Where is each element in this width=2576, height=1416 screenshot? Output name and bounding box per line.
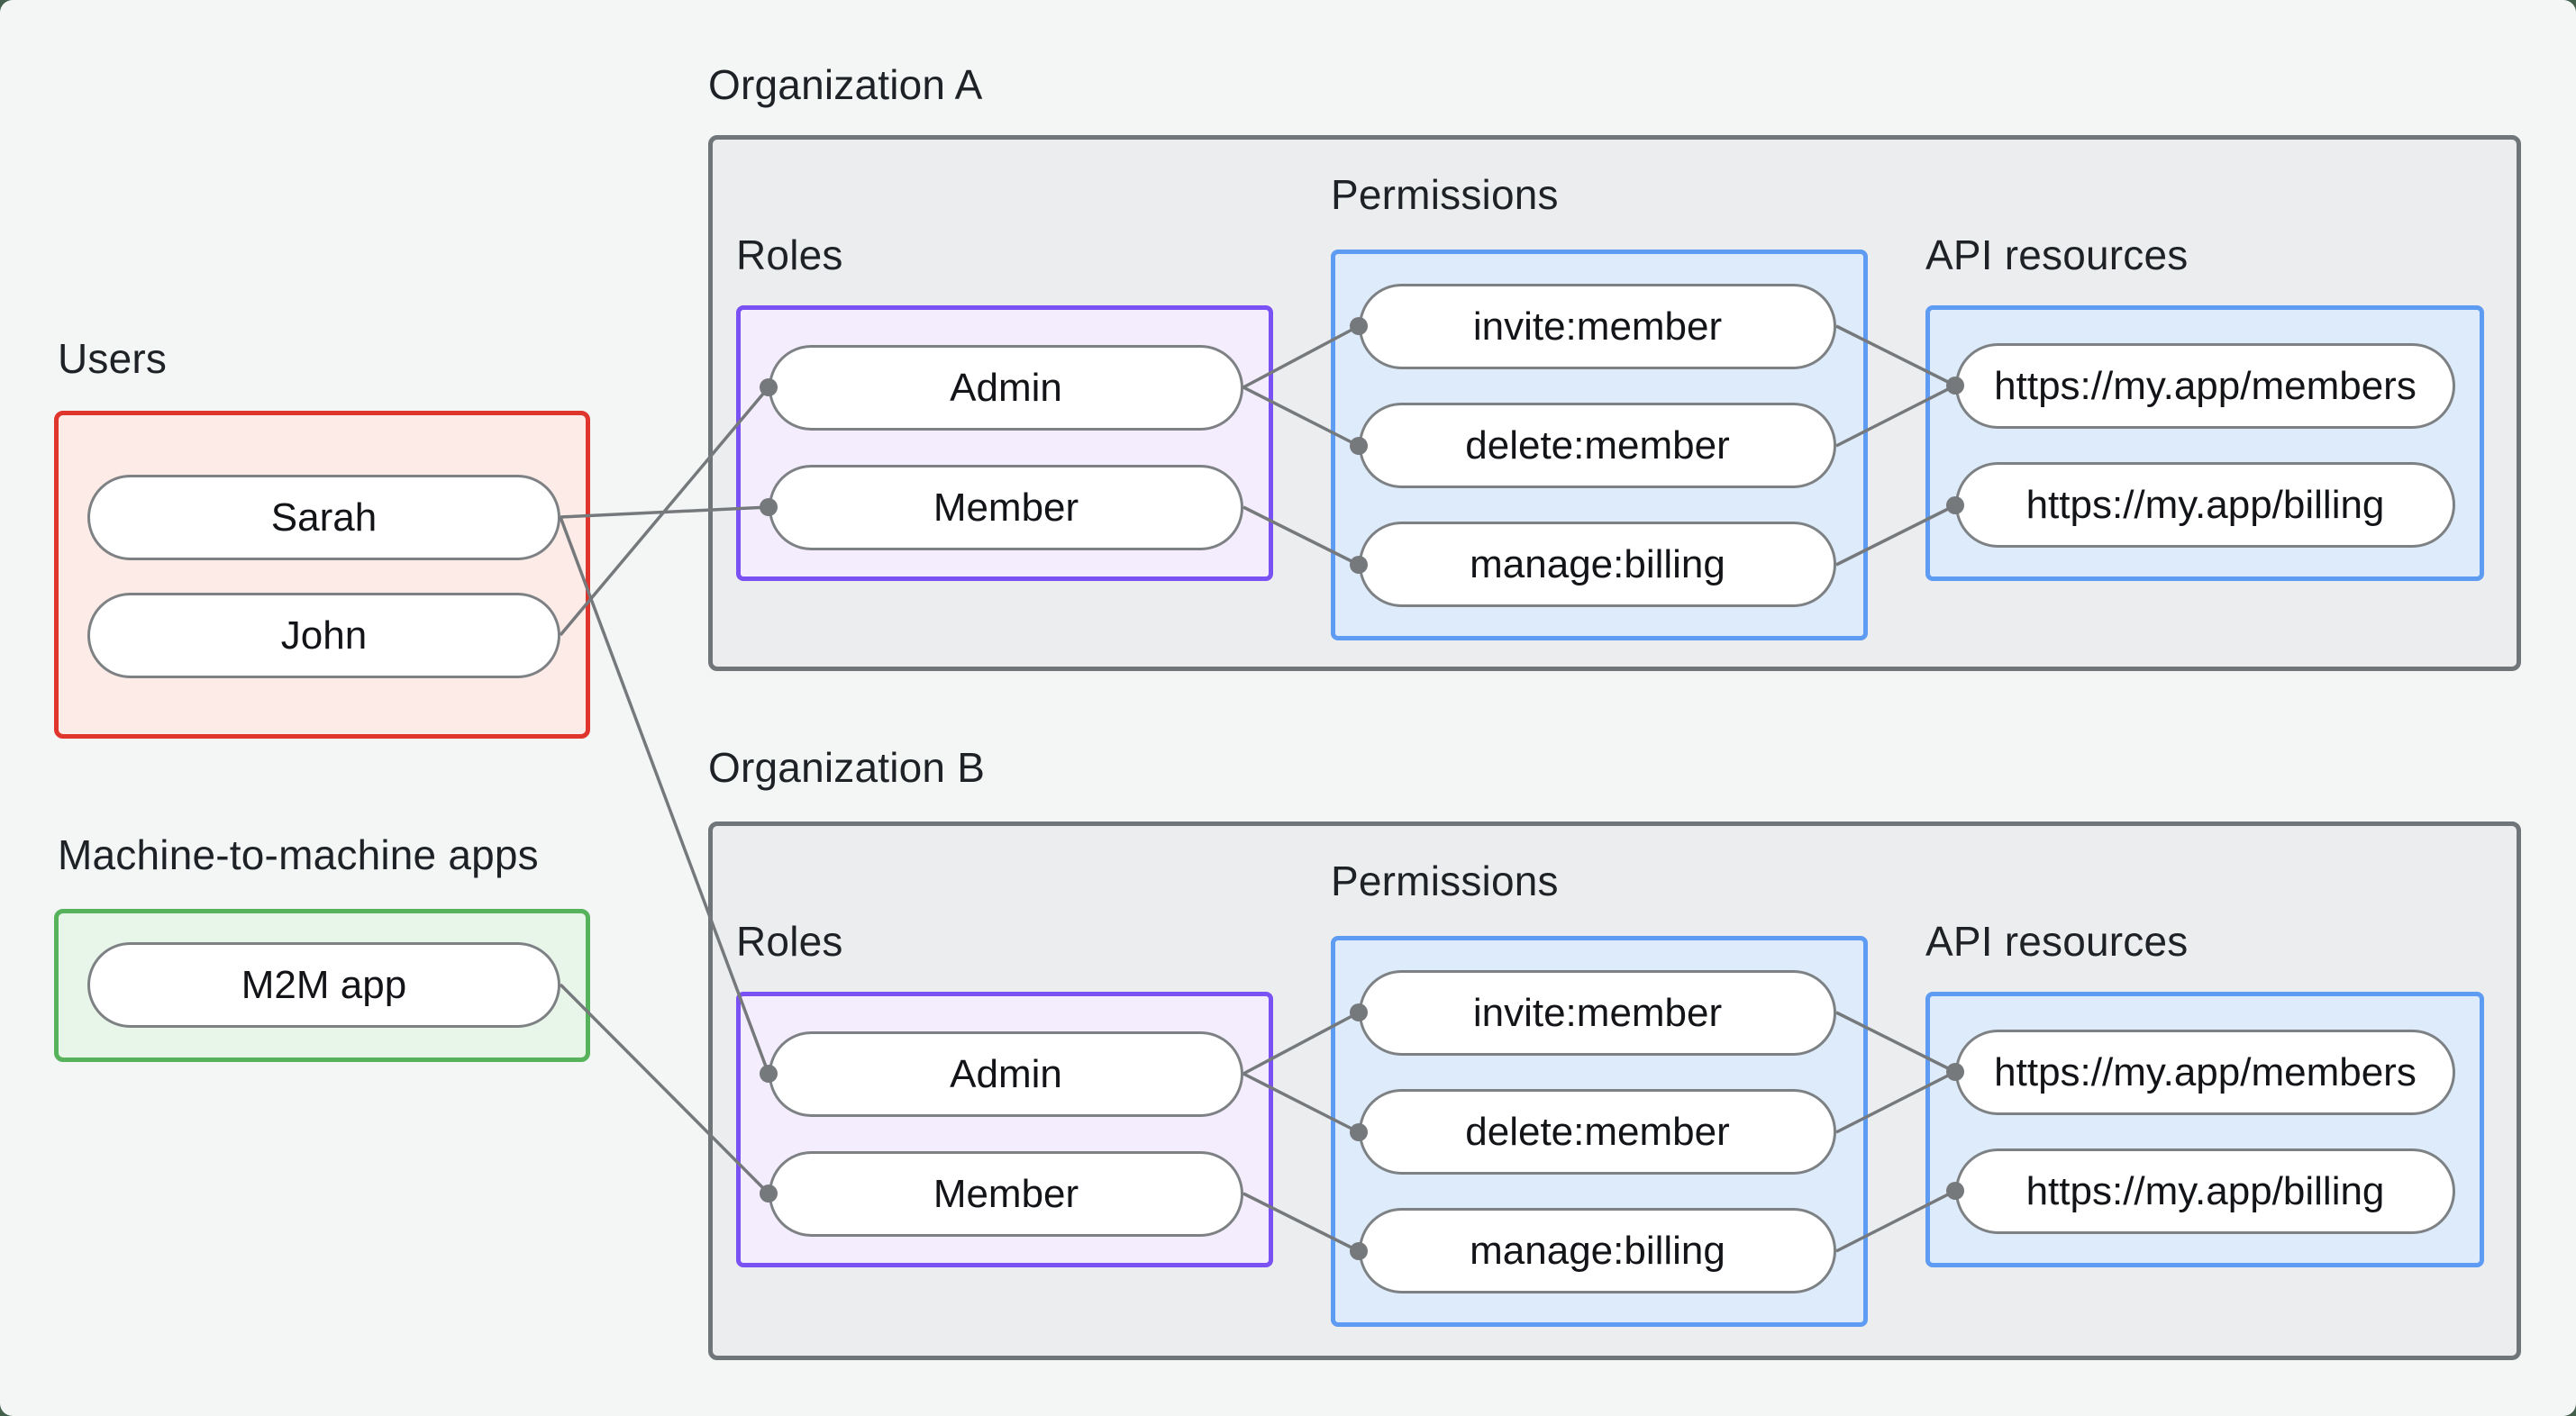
org-a-permissions-label: Permissions: [1331, 171, 1559, 218]
user-node-sarah: Sarah: [87, 475, 560, 560]
org-a-role-admin: Admin: [769, 345, 1243, 431]
org-b-resource-members: https://my.app/members: [1955, 1030, 2455, 1115]
org-b-role-member-label: Member: [933, 1171, 1079, 1216]
org-a-role-member-label: Member: [933, 485, 1079, 530]
org-b-permission-manage-billing: manage:billing: [1359, 1208, 1836, 1293]
org-a-role-admin-label: Admin: [950, 365, 1062, 410]
org-b-roles-label: Roles: [736, 918, 843, 965]
org-a-role-member: Member: [769, 465, 1243, 550]
org-b-permission-manage-billing-label: manage:billing: [1470, 1228, 1725, 1273]
org-a-permission-delete-member: delete:member: [1359, 403, 1836, 488]
users-group-box: [54, 411, 590, 739]
org-b-permission-invite-member: invite:member: [1359, 970, 1836, 1056]
org-b-permission-delete-member: delete:member: [1359, 1089, 1836, 1175]
org-a-permission-invite-member-label: invite:member: [1472, 304, 1723, 349]
org-b-role-admin-label: Admin: [950, 1051, 1062, 1096]
user-node-john: John: [87, 593, 560, 678]
org-a-roles-label: Roles: [736, 231, 843, 278]
org-b-permissions-label: Permissions: [1331, 858, 1559, 904]
org-b-resource-members-label: https://my.app/members: [1994, 1049, 2417, 1094]
org-b-permission-invite-member-label: invite:member: [1472, 990, 1723, 1035]
org-a-permission-delete-member-label: delete:member: [1465, 422, 1730, 467]
user-node-john-label: John: [280, 613, 368, 658]
m2m-group-label: Machine-to-machine apps: [58, 831, 539, 878]
org-b-role-member: Member: [769, 1151, 1243, 1237]
org-b-role-admin: Admin: [769, 1031, 1243, 1117]
org-b-resource-billing: https://my.app/billing: [1955, 1148, 2455, 1234]
org-b-permission-delete-member-label: delete:member: [1465, 1109, 1730, 1154]
org-a-resource-billing: https://my.app/billing: [1955, 462, 2455, 548]
org-a-api-resources-label: API resources: [1925, 231, 2189, 278]
org-a-permission-manage-billing-label: manage:billing: [1470, 541, 1725, 586]
org-a-label: Organization A: [708, 61, 983, 108]
user-node-sarah-label: Sarah: [270, 495, 378, 540]
m2m-app-node-label: M2M app: [241, 962, 407, 1007]
org-a-permission-invite-member: invite:member: [1359, 284, 1836, 369]
org-a-resource-members-label: https://my.app/members: [1994, 363, 2417, 408]
org-a-resource-billing-label: https://my.app/billing: [2025, 482, 2385, 527]
org-b-label: Organization B: [708, 744, 986, 791]
org-b-api-resources-label: API resources: [1925, 918, 2189, 965]
users-group-label: Users: [58, 335, 168, 382]
m2m-app-node: M2M app: [87, 942, 560, 1028]
org-a-permission-manage-billing: manage:billing: [1359, 522, 1836, 607]
org-a-resource-members: https://my.app/members: [1955, 343, 2455, 429]
org-b-resource-billing-label: https://my.app/billing: [2025, 1168, 2385, 1213]
